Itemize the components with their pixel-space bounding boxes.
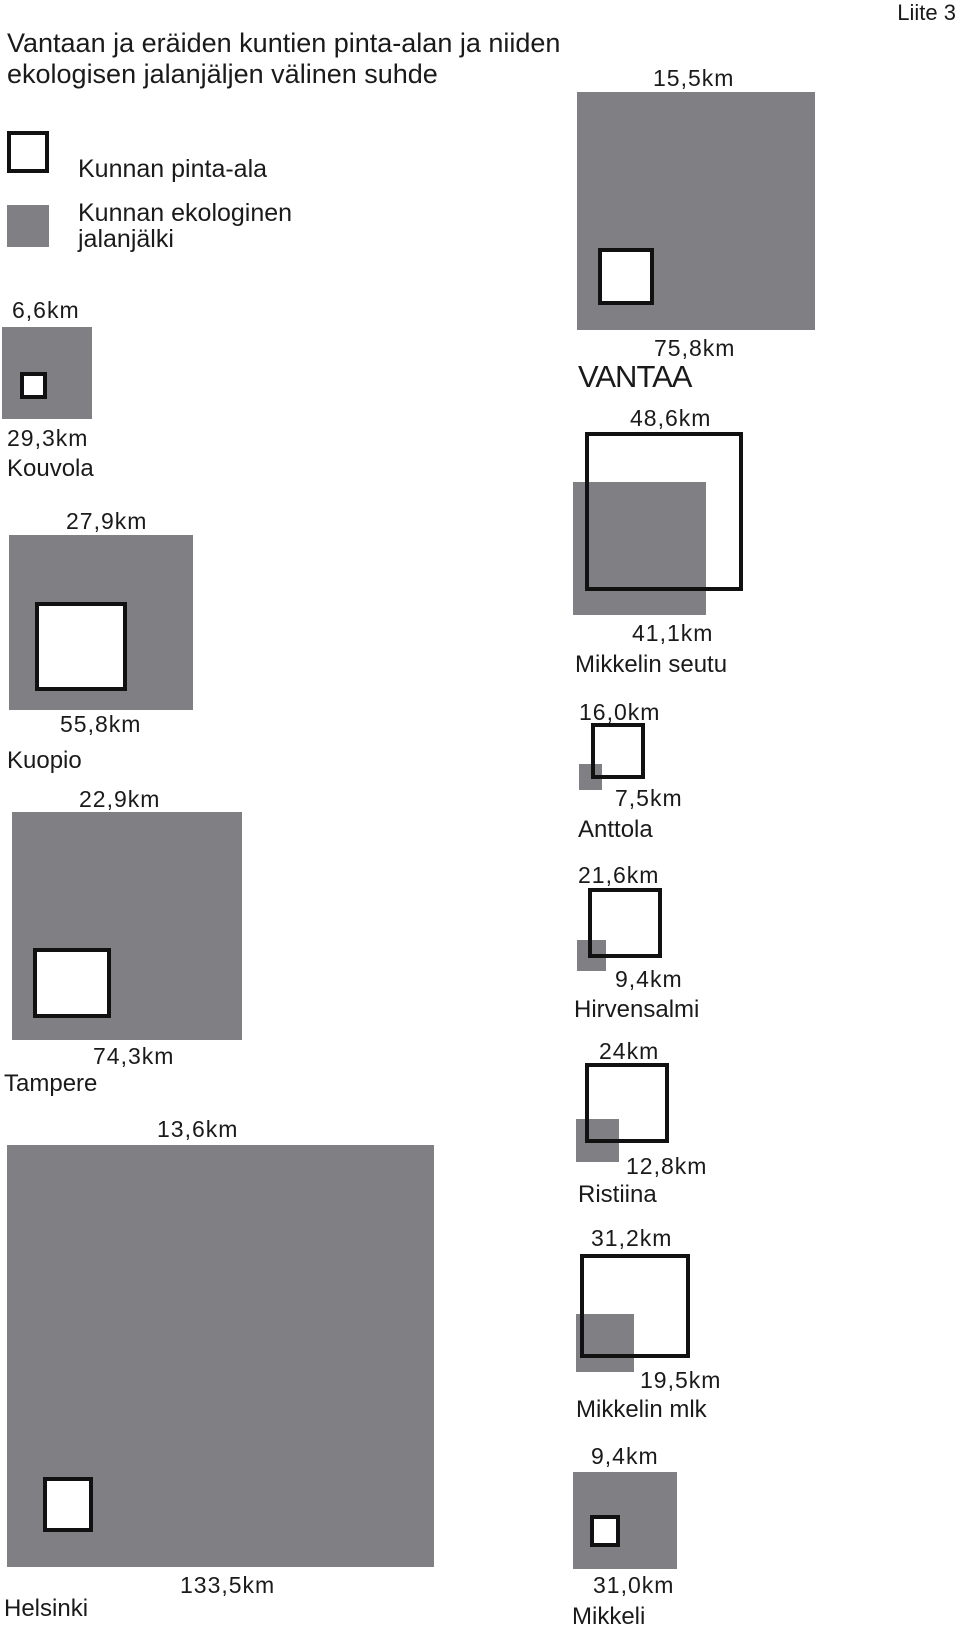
anttola-footprint-side: 7,5km (615, 785, 683, 811)
appendix-label: Liite 3 (897, 0, 956, 25)
title-line-2: ekologisen jalanjäljen välinen suhde (7, 59, 438, 89)
hirvensalmi-footprint-side: 9,4km (615, 966, 683, 992)
legend-area-swatch (7, 131, 49, 173)
kuopio-name: Kuopio (7, 747, 82, 774)
mikkelin-mlk-footprint (576, 1314, 634, 1372)
kouvola-footprint-side: 29,3km (7, 425, 89, 451)
mikkelin-mlk-name: Mikkelin mlk (576, 1396, 707, 1423)
diagram-title: Vantaan ja eräiden kuntien pinta-alan ja… (7, 28, 607, 90)
kuopio-area (35, 602, 127, 691)
kouvola-name: Kouvola (7, 455, 94, 482)
tampere-area-side: 22,9km (79, 786, 161, 812)
mikkelin-seutu-name: Mikkelin seutu (575, 651, 728, 678)
vantaa-area (598, 248, 654, 305)
kouvola-footprint (2, 327, 92, 419)
mikkelin-mlk-area-side: 31,2km (591, 1225, 673, 1251)
anttola-name: Anttola (578, 816, 653, 843)
kouvola-area-side: 6,6km (12, 297, 80, 323)
hirvensalmi-area (588, 888, 662, 958)
vantaa-area-side: 15,5km (653, 65, 735, 91)
tampere-name: Tampere (4, 1070, 98, 1097)
legend-footprint-label: Kunnan ekologinen jalanjälki (78, 200, 358, 252)
kouvola-area (20, 372, 47, 399)
anttola-area (591, 723, 645, 779)
legend-area-label: Kunnan pinta-ala (78, 155, 268, 183)
mikkeli-area-side: 9,4km (591, 1443, 659, 1469)
ristiina-footprint-side: 12,8km (626, 1153, 708, 1179)
mikkeli-footprint (573, 1472, 677, 1569)
anttola-area-side: 16,0km (579, 699, 661, 725)
mikkelin-seutu-area-side: 48,6km (630, 405, 712, 431)
kuopio-area-side: 27,9km (66, 508, 148, 534)
legend-footprint-line-1: Kunnan ekologinen (78, 199, 293, 227)
mikkelin-mlk-area (580, 1254, 690, 1358)
helsinki-area-side: 13,6km (157, 1116, 239, 1142)
helsinki-name: Helsinki (4, 1595, 89, 1622)
ristiina-name: Ristiina (578, 1181, 657, 1208)
ristiina-area (585, 1063, 669, 1143)
mikkelin-mlk-footprint-side: 19,5km (640, 1367, 722, 1393)
mikkeli-footprint-side: 31,0km (593, 1572, 675, 1598)
mikkelin-seutu-footprint-side: 41,1km (632, 620, 714, 646)
anttola-footprint (579, 764, 602, 790)
vantaa-footprint-side: 75,8km (654, 335, 736, 361)
title-line-1: Vantaan ja eräiden kuntien pinta-alan ja… (7, 28, 561, 58)
mikkeli-area (590, 1515, 620, 1547)
hirvensalmi-area-side: 21,6km (578, 862, 660, 888)
legend-footprint-line-2: jalanjälki (78, 225, 174, 253)
mikkeli-name: Mikkeli (572, 1603, 646, 1630)
helsinki-footprint-side: 133,5km (180, 1572, 276, 1598)
mikkelin-seutu-footprint (573, 482, 706, 615)
mikkelin-seutu-area (585, 432, 743, 591)
tampere-area (33, 948, 111, 1018)
helsinki-area (43, 1477, 93, 1532)
vantaa-name: VANTAA (578, 359, 692, 394)
kuopio-footprint-side: 55,8km (60, 711, 142, 737)
tampere-footprint-side: 74,3km (93, 1043, 175, 1069)
legend-footprint-swatch (7, 205, 49, 247)
hirvensalmi-name: Hirvensalmi (574, 996, 700, 1023)
ristiina-area-side: 24km (599, 1038, 660, 1064)
